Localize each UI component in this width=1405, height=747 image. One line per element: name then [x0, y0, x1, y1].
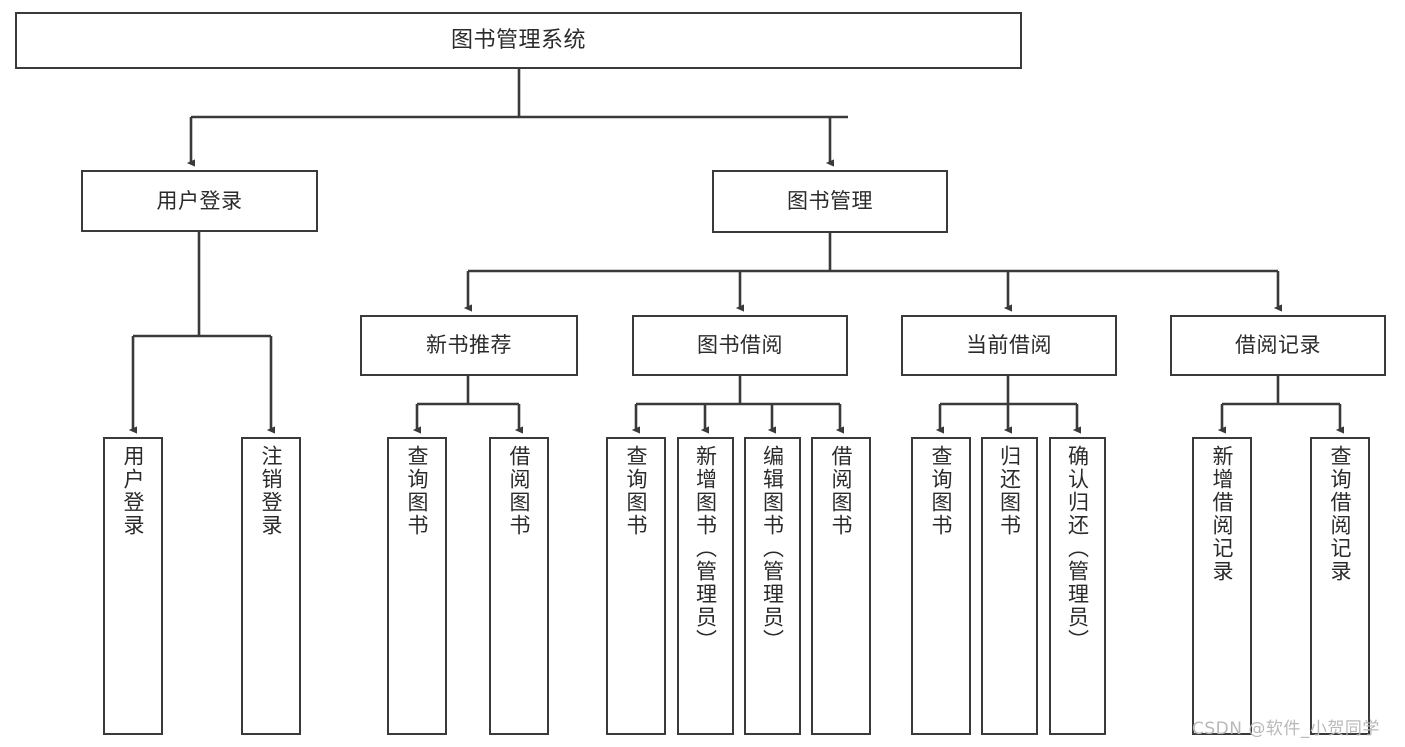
leaf-borrow-book-2[interactable]: 借阅图书: [811, 437, 871, 735]
node-user-login[interactable]: 用户登录: [81, 170, 318, 232]
node-label: 确认归还（管理员）: [1065, 445, 1090, 652]
leaf-logout-login[interactable]: 注销登录: [241, 437, 301, 735]
node-label: 新增图书（管理员）: [693, 445, 718, 652]
node-label: 编辑图书（管理员）: [760, 445, 785, 652]
node-book-borrow[interactable]: 图书借阅: [632, 315, 848, 376]
node-label: 归还图书: [997, 445, 1022, 537]
watermark-text: CSDN @软件_小贺同学: [1192, 719, 1380, 739]
leaf-query-book-2[interactable]: 查询图书: [606, 437, 666, 735]
node-root-book-management-system[interactable]: 图书管理系统: [15, 12, 1022, 69]
node-label: 借阅图书: [507, 445, 532, 537]
node-label: 新增借阅记录: [1210, 445, 1235, 583]
node-label: 图书管理系统: [450, 27, 586, 53]
node-label: 借阅图书: [829, 445, 854, 537]
leaf-query-borrow-record[interactable]: 查询借阅记录: [1310, 437, 1370, 735]
node-label: 新书推荐: [426, 333, 512, 358]
node-label: 查询借阅记录: [1328, 445, 1353, 583]
node-book-management[interactable]: 图书管理: [712, 170, 948, 233]
leaf-borrow-book-1[interactable]: 借阅图书: [489, 437, 549, 735]
leaf-edit-book-admin[interactable]: 编辑图书（管理员）: [744, 437, 801, 735]
node-label: 查询图书: [624, 445, 649, 537]
leaf-add-book-admin[interactable]: 新增图书（管理员）: [677, 437, 734, 735]
leaf-confirm-return-admin[interactable]: 确认归还（管理员）: [1049, 437, 1106, 735]
leaf-add-borrow-record[interactable]: 新增借阅记录: [1192, 437, 1252, 735]
node-label: 借阅记录: [1235, 333, 1321, 358]
leaf-query-book-3[interactable]: 查询图书: [911, 437, 971, 735]
node-borrow-record[interactable]: 借阅记录: [1170, 315, 1386, 376]
node-label: 注销登录: [259, 445, 284, 537]
node-label: 查询图书: [929, 445, 954, 537]
leaf-query-book-1[interactable]: 查询图书: [387, 437, 447, 735]
leaf-user-login[interactable]: 用户登录: [103, 437, 163, 735]
leaf-return-book[interactable]: 归还图书: [981, 437, 1038, 735]
node-label: 用户登录: [156, 188, 243, 213]
node-label: 用户登录: [121, 445, 146, 537]
node-label: 图书管理: [787, 189, 873, 214]
node-current-borrow[interactable]: 当前借阅: [901, 315, 1117, 376]
node-new-book-recommend[interactable]: 新书推荐: [360, 315, 578, 376]
node-label: 图书借阅: [697, 333, 783, 358]
node-label: 查询图书: [405, 445, 430, 537]
node-label: 当前借阅: [966, 333, 1052, 358]
